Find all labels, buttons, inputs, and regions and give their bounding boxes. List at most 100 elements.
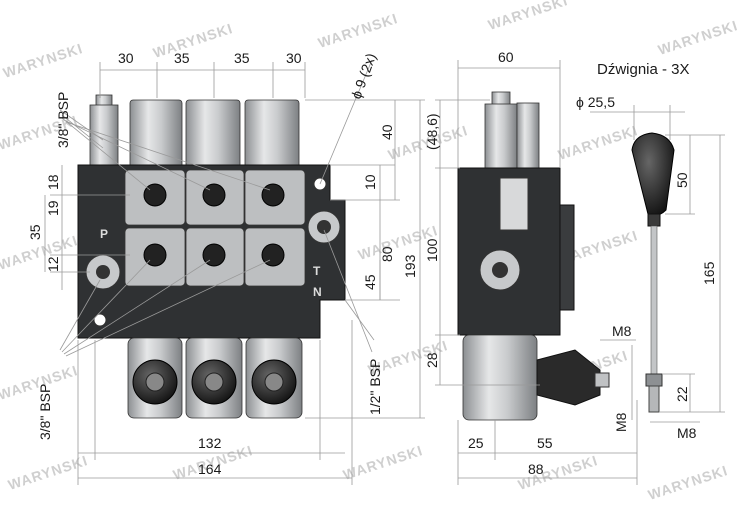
svg-text:WARYNSKI: WARYNSKI (556, 122, 640, 163)
watermark: WARYNSKI (656, 17, 740, 58)
side-view: 60 (48,6) 100 28 25 55 88 M8 M8 (424, 49, 638, 485)
front-dimension-lines (44, 59, 425, 485)
lever-dimension-lines (590, 105, 725, 423)
lever-dim-165: 165 (701, 261, 717, 285)
side-port-bore (492, 262, 508, 278)
lever-grip (631, 132, 675, 216)
port-label-n: N (313, 285, 322, 299)
dim-side-28-wrap: 28 (424, 352, 440, 368)
port-label-t: T (313, 264, 321, 278)
watermark: WARYNSKI (6, 452, 90, 493)
spool-cap (244, 99, 300, 169)
lever-dim-22-wrap: 22 (674, 386, 690, 402)
dim-right-193-wrap: 193 (402, 254, 418, 278)
dim-left-35-wrap: 35 (27, 224, 43, 240)
dim-bottom-164: 164 (198, 461, 222, 477)
dim-side-25: 25 (468, 435, 484, 451)
thread-right-wrap: 1/2" BSP (367, 359, 383, 415)
lever-dim-50: 50 (674, 172, 690, 188)
dim-right-45: 45 (362, 274, 378, 290)
dim-top-1: 30 (118, 50, 134, 66)
hole-diameter-label: ϕ 9 (2x) (348, 51, 379, 101)
dim-bottom-132: 132 (198, 435, 222, 451)
lever-dim-50-wrap: 50 (674, 172, 690, 188)
watermark: WARYNSKI (556, 122, 640, 163)
svg-text:WARYNSKI: WARYNSKI (341, 442, 425, 483)
dim-side-55: 55 (537, 435, 553, 451)
hole-diameter-label-wrap: ϕ 9 (2x) (348, 51, 379, 101)
side-body (457, 167, 561, 336)
dim-right-10: 10 (362, 174, 378, 190)
svg-text:WARYNSKI: WARYNSKI (316, 10, 400, 51)
svg-text:WARYNSKI: WARYNSKI (1, 40, 85, 81)
dim-right-40: 40 (379, 124, 395, 140)
dim-top-3: 35 (234, 50, 250, 66)
dim-side-48-wrap: (48,6) (424, 113, 440, 150)
watermark: WARYNSKI (316, 10, 400, 51)
lever-view: Dźwignia - 3X ϕ 25,5 50 165 22 (576, 61, 725, 441)
svg-text:WARYNSKI: WARYNSKI (6, 452, 90, 493)
watermark: WARYNSKI (1, 40, 85, 81)
inlet-port-bore (96, 265, 110, 279)
dim-right-45-wrap: 45 (362, 274, 378, 290)
watermark: WARYNSKI (341, 442, 425, 483)
dim-left-12-wrap: 12 (45, 256, 61, 272)
thread-bottom-label: 3/8" BSP (37, 384, 53, 440)
svg-text:WARYNSKI: WARYNSKI (151, 20, 235, 61)
lever-rod (650, 225, 658, 375)
dim-right-80-wrap: 80 (379, 246, 395, 262)
thread-m8-vert: M8 (613, 412, 629, 432)
spool-cap (185, 99, 241, 169)
thread-top-label: 3/8" BSP (55, 92, 71, 148)
side-spool-bottom (462, 334, 538, 421)
dim-side-48: (48,6) (424, 113, 440, 150)
dim-side-top: 60 (498, 49, 514, 65)
thread-top-wrap: 3/8" BSP (55, 92, 71, 148)
lever-ferrule (647, 213, 661, 227)
side-fitting-body (484, 103, 518, 171)
lever-boot (536, 349, 601, 406)
side-ridge (559, 204, 575, 311)
dim-left-18: 18 (45, 174, 61, 190)
lever-diameter: ϕ 25,5 (576, 94, 615, 110)
thread-m8-vert-wrap: M8 (613, 412, 629, 432)
side-dimension-lines (435, 60, 638, 485)
svg-text:WARYNSKI: WARYNSKI (656, 17, 740, 58)
mount-hole (93, 313, 107, 327)
lever-thread (648, 385, 660, 413)
lever-dim-22: 22 (674, 386, 690, 402)
lever-stub (594, 372, 610, 388)
port-label-p: P (100, 227, 108, 241)
dim-side-28: 28 (424, 352, 440, 368)
nameplate (499, 177, 529, 231)
watermark: WARYNSKI (646, 462, 730, 503)
dim-right-193: 193 (402, 254, 418, 278)
side-spool-cap (516, 102, 540, 172)
dim-left-19-wrap: 19 (45, 200, 61, 216)
svg-text:WARYNSKI: WARYNSKI (486, 0, 570, 33)
dim-left-19: 19 (45, 200, 61, 216)
dim-side-88: 88 (528, 461, 544, 477)
outlet-port-bore (317, 220, 331, 234)
drawing-title: Dźwignia - 3X (597, 61, 690, 78)
lever-nut (645, 373, 663, 387)
thread-right-label: 1/2" BSP (367, 359, 383, 415)
lever-thread-label: M8 (677, 425, 697, 441)
thread-m8-side: M8 (612, 323, 632, 339)
lever-dim-165-wrap: 165 (701, 261, 717, 285)
dim-left-12: 12 (45, 256, 61, 272)
dim-side-100: 100 (424, 238, 440, 262)
dim-top-4: 30 (286, 50, 302, 66)
spool-knobs (132, 359, 297, 405)
thread-bottom-wrap: 3/8" BSP (37, 384, 53, 440)
dim-side-100-wrap: 100 (424, 238, 440, 262)
front-view: P T N (27, 50, 425, 485)
svg-text:WARYNSKI: WARYNSKI (646, 462, 730, 503)
dim-left-35: 35 (27, 224, 43, 240)
dim-top-2: 35 (174, 50, 190, 66)
watermark: WARYNSKI (151, 20, 235, 61)
watermark: WARYNSKI (486, 0, 570, 33)
dim-left-18-wrap: 18 (45, 174, 61, 190)
